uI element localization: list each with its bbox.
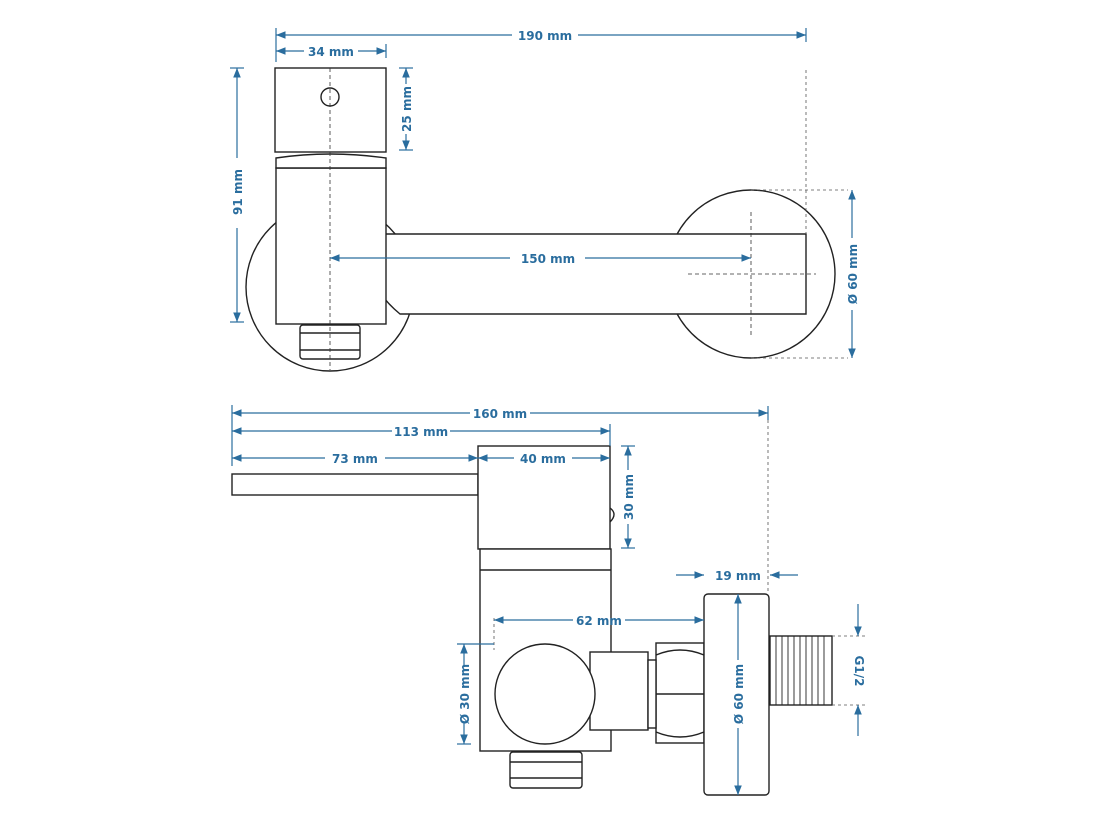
dim-73: 73 mm [332,452,378,466]
dim-30-handle: 30 mm [622,474,636,520]
threaded-connector [769,635,833,706]
dim-91: 91 mm [231,169,245,215]
mixer-body [275,167,387,325]
body-cap [275,153,387,169]
thread-lines [775,636,825,705]
top-view: 190 mm 34 mm 25 mm 91 mm 150 mm Ø 60 mm [230,28,860,372]
front-view: 160 mm 113 mm 73 mm 40 mm 30 mm 19 mm 62… [231,405,868,796]
dim-34: 34 mm [308,45,354,59]
lever [231,473,479,496]
dim-g12: G1/2 [852,656,866,687]
hex-nut [655,642,705,744]
dim-25: 25 mm [400,86,414,132]
dim-dia30: Ø 30 mm [458,664,472,724]
dim-150: 150 mm [521,252,575,266]
dim-160: 160 mm [473,407,527,421]
outlet-pipe [589,651,649,731]
dim-dia60-front: Ø 60 mm [732,664,746,724]
dim-dia60-top: Ø 60 mm [846,244,860,304]
handle-knob [274,67,387,153]
dim-190: 190 mm [518,29,572,43]
outlet-circle [494,643,596,745]
front-bottom-nut [509,751,583,789]
dim-113: 113 mm [394,425,448,439]
dim-19: 19 mm [715,569,761,583]
dim-62: 62 mm [576,614,622,628]
dim-40: 40 mm [520,452,566,466]
